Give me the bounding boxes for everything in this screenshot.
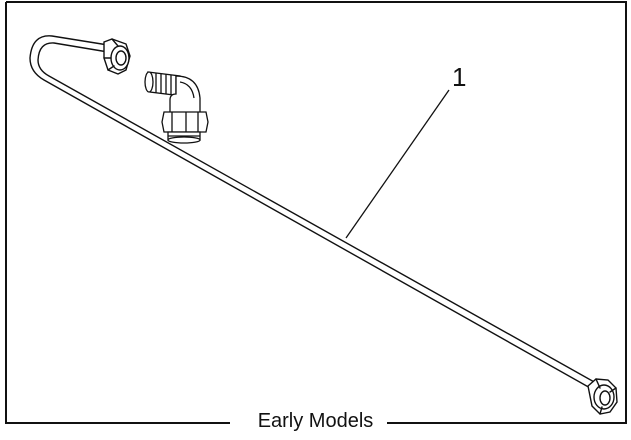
elbow-fitting-icon bbox=[144, 71, 209, 144]
tube-nut-bottom bbox=[587, 378, 618, 415]
diagram-frame bbox=[5, 1, 627, 424]
callout-1-label: 1 bbox=[452, 62, 467, 92]
callout-1-leader bbox=[345, 89, 450, 239]
gas-tube-icon bbox=[29, 35, 618, 415]
tube-nut-top bbox=[103, 38, 131, 75]
